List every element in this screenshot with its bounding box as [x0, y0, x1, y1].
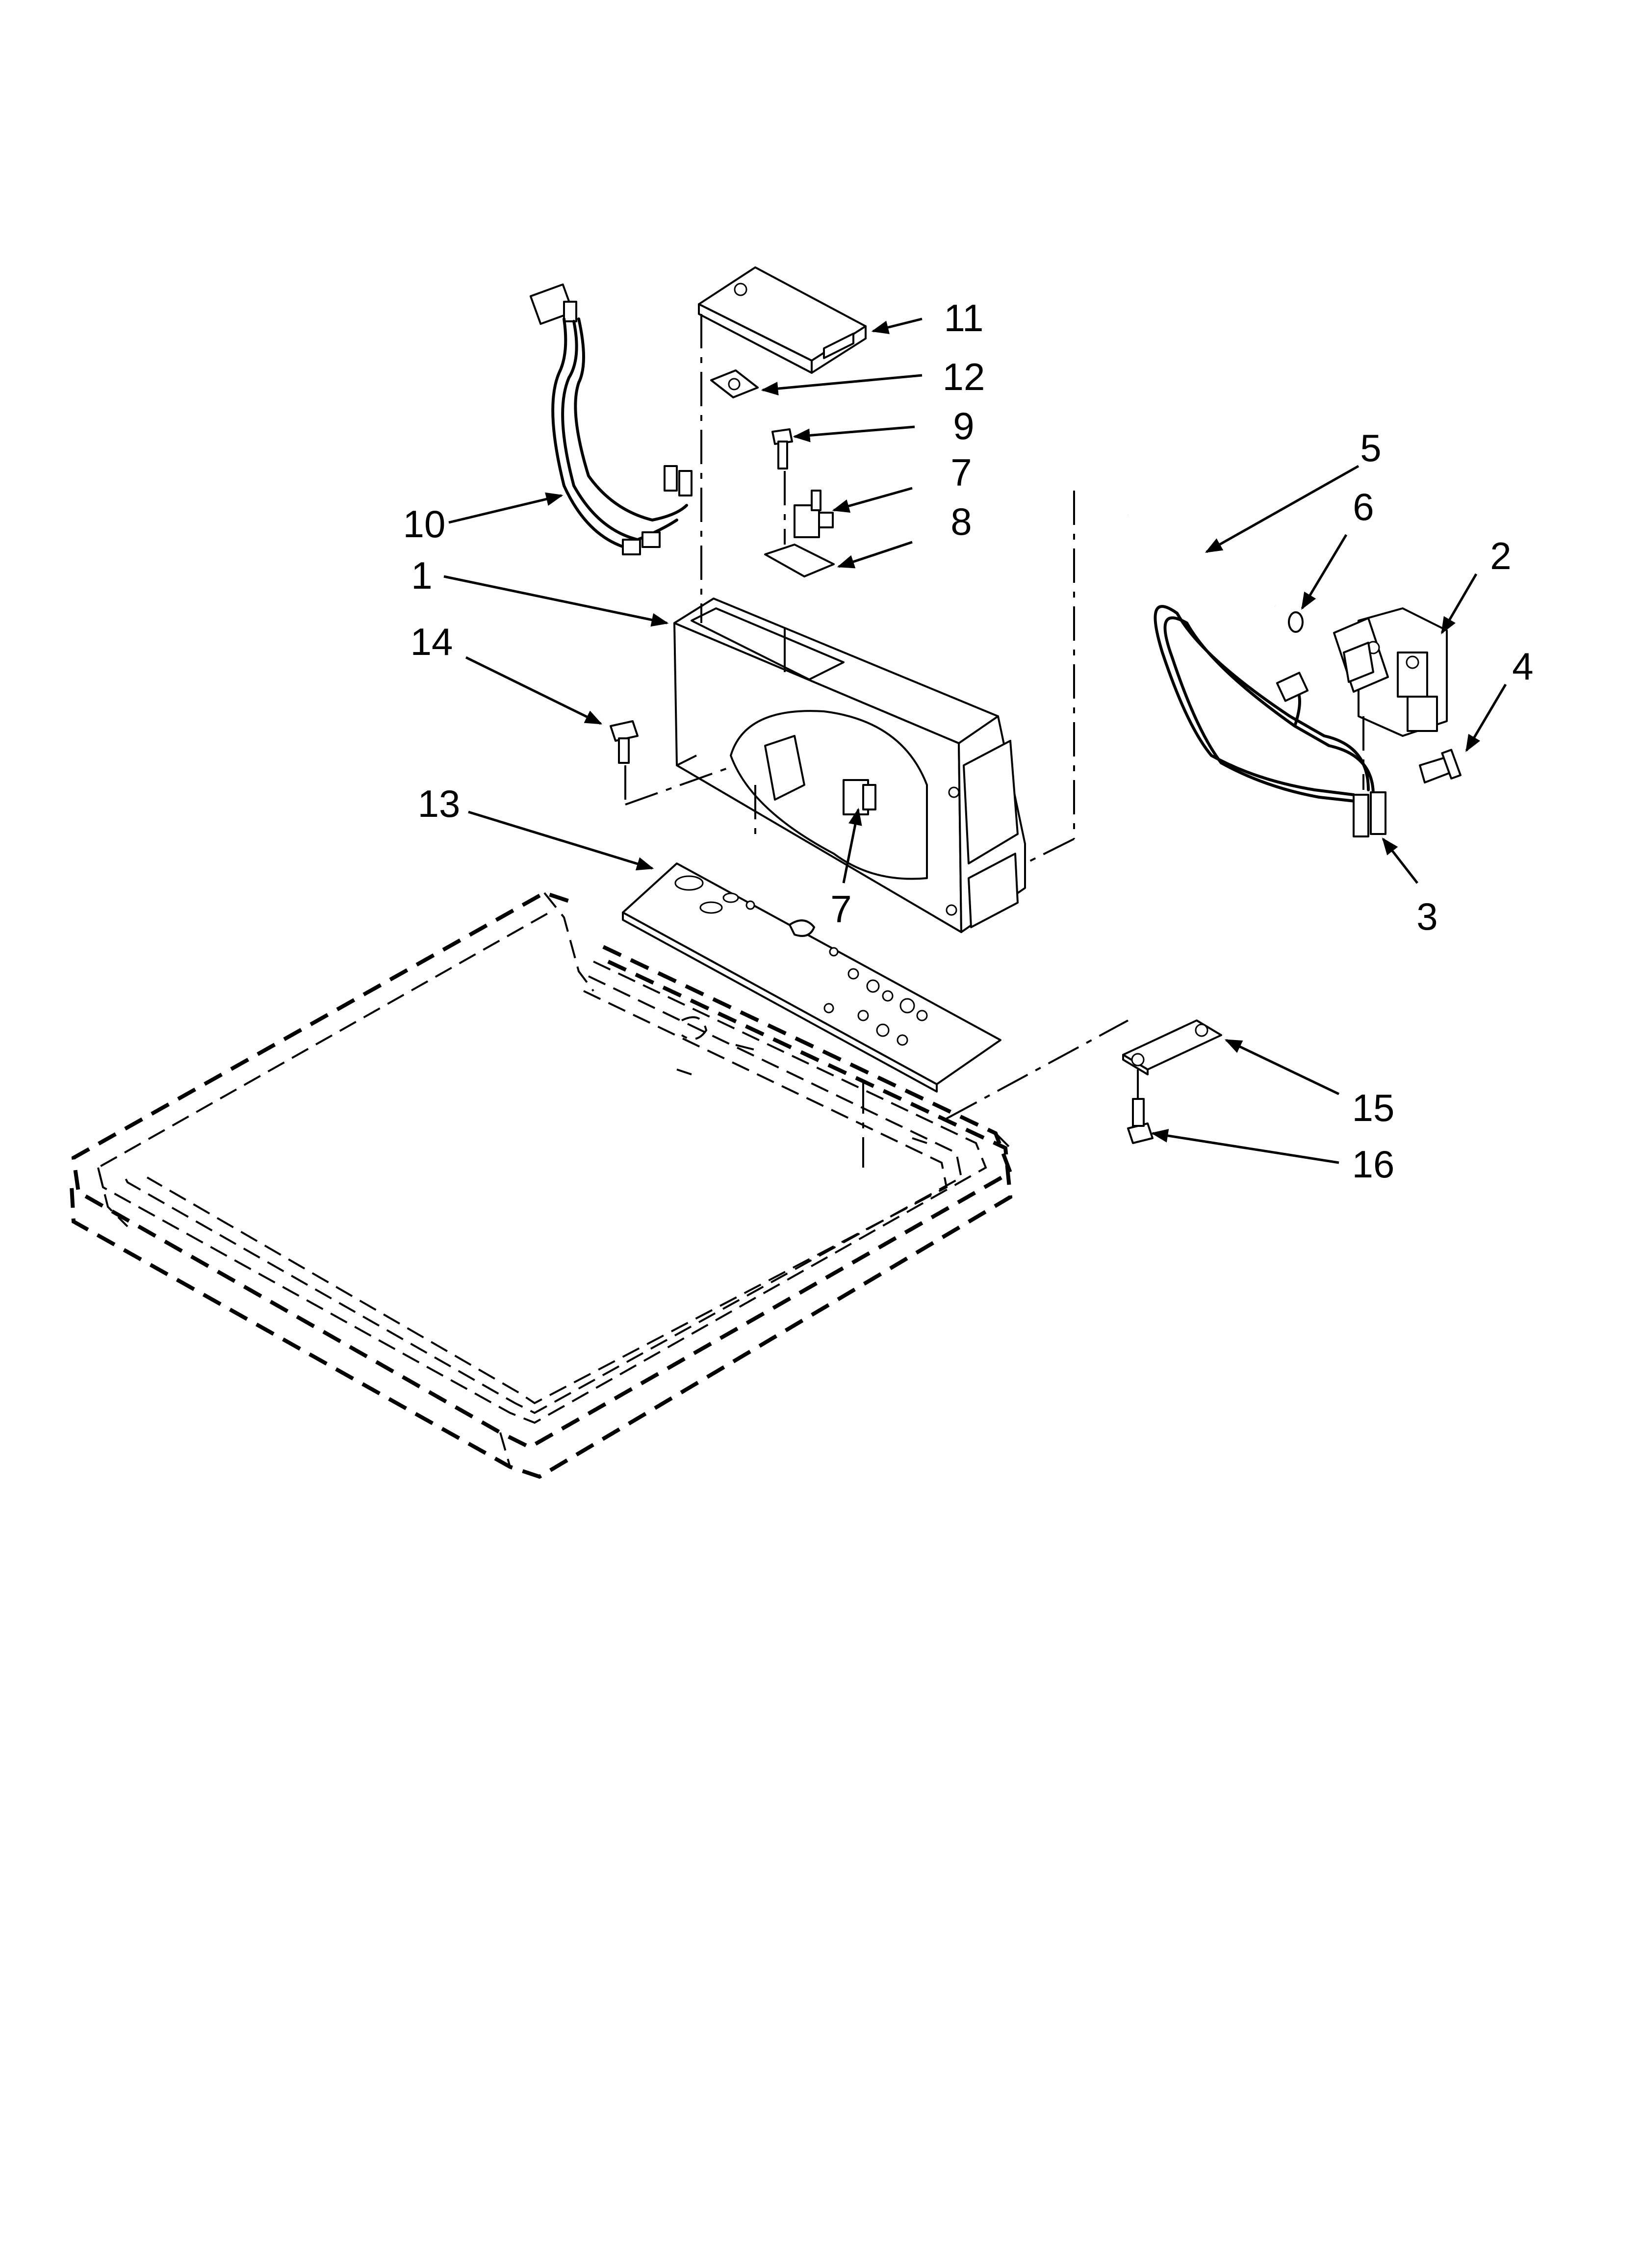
lid-lock: [1333, 607, 1448, 737]
actuator-rod: [1127, 514, 1276, 607]
callout-3: 3: [1416, 895, 1437, 938]
mounting-plate: [622, 862, 1001, 1093]
callout-7-lower: 7: [830, 887, 851, 931]
lid-lock-harness: [1154, 605, 1386, 837]
alignment-lines: [624, 314, 1364, 1168]
callout-15: 15: [1352, 1086, 1395, 1129]
callout-9: 9: [953, 404, 974, 447]
callout-14: 14: [410, 620, 453, 663]
callout-5: 5: [1360, 426, 1381, 469]
cabinet-top-outline: [69, 890, 1013, 1479]
callout-10: 10: [403, 502, 446, 546]
console-housing: [673, 598, 1026, 933]
screw-4: [1419, 749, 1462, 783]
washer-6: [1288, 611, 1304, 633]
callout-12: 12: [943, 355, 985, 398]
screw-14: [610, 720, 639, 764]
screw-16: [1127, 1098, 1154, 1144]
leader-lines: [443, 317, 1507, 1164]
mounting-bracket: [1122, 1019, 1222, 1075]
callout-2: 2: [1490, 534, 1511, 577]
switch-upper: [794, 490, 834, 538]
switch-lower: [843, 779, 876, 815]
callout-4: 4: [1512, 645, 1533, 688]
callout-labels: 1 2 3 4 5 6 7 7 8 9 10 11 12 13 14 15 16: [403, 296, 1534, 1186]
callout-11: 11: [944, 296, 984, 339]
wire-harness: [529, 283, 693, 555]
callout-1: 1: [411, 554, 432, 597]
screw-9: [771, 428, 793, 469]
callout-16: 16: [1352, 1143, 1395, 1186]
switch-bracket: [764, 544, 835, 577]
callout-13: 13: [418, 782, 461, 825]
callout-7-upper: 7: [950, 451, 972, 494]
console-cover: [698, 266, 867, 374]
callout-6: 6: [1353, 485, 1374, 528]
callout-8: 8: [950, 500, 972, 543]
clip-12: [710, 369, 759, 398]
